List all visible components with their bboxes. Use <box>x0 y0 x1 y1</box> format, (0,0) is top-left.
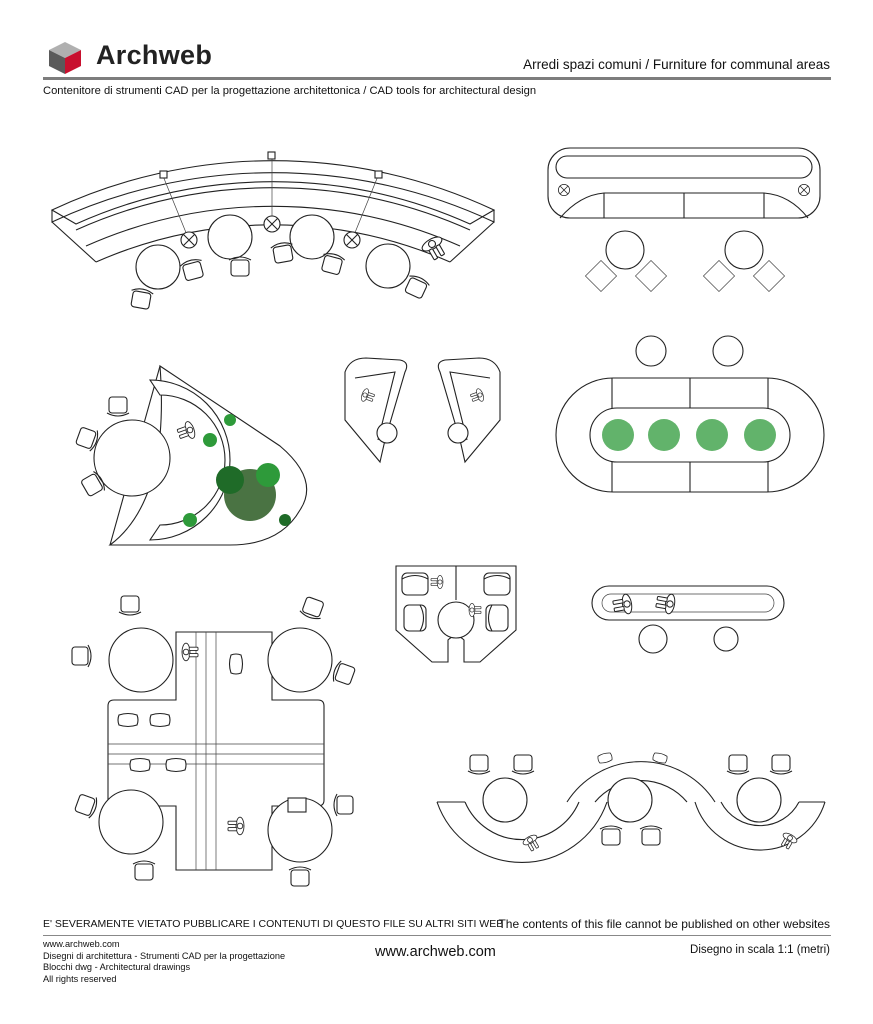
category-title: Arredi spazi comuni / Furniture for comm… <box>523 57 830 72</box>
angled-benches <box>344 357 501 464</box>
cube-logo-icon <box>49 42 81 74</box>
header-divider <box>43 77 831 80</box>
footer-credit-line: Blocchi dwg - Architectural drawings <box>43 962 191 972</box>
fan-planter-table <box>74 364 308 546</box>
subtitle: Contenitore di strumenti CAD per la prog… <box>43 85 537 97</box>
cross-seating-block <box>71 595 357 887</box>
footer-website-link[interactable]: www.archweb.com <box>375 944 496 960</box>
cad-drawing <box>50 147 826 887</box>
scale-note: Disegno in scala 1:1 (metri) <box>690 944 830 956</box>
oval-planter-sofa <box>555 335 825 493</box>
footer-credits: www.archweb.com Disegni di architettura … <box>43 939 285 985</box>
warning-italian: E' SEVERAMENTE VIETATO PUBBLICARE I CONT… <box>43 918 504 930</box>
straight-planter-sofa <box>547 147 821 293</box>
brand-name: Archweb <box>96 40 213 70</box>
footer-credit-line: www.archweb.com <box>43 939 120 949</box>
curved-planter-counter <box>50 151 496 311</box>
booth-module <box>395 565 517 663</box>
warning-english: The contents of this file cannot be publ… <box>498 917 830 931</box>
footer-credit-line: Disegni di architettura - Strumenti CAD … <box>43 950 286 961</box>
footer-credit-line: All rights reserved <box>43 973 117 984</box>
footer-divider <box>43 935 831 936</box>
serpentine-sofa <box>436 751 826 863</box>
bench-with-people <box>591 585 785 654</box>
